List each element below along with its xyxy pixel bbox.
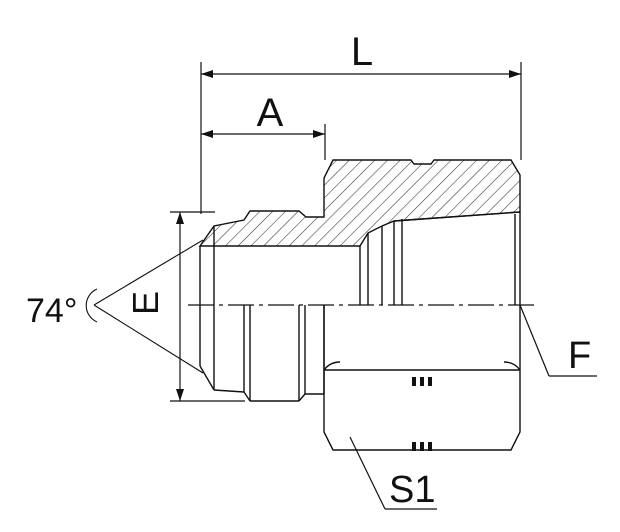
section-hatched xyxy=(198,159,521,247)
dimension-a xyxy=(201,124,326,160)
hex-nut xyxy=(323,305,521,451)
dimension-l xyxy=(200,62,522,214)
cone-angle-lines xyxy=(85,239,204,374)
label-f: F xyxy=(568,335,591,377)
label-e: E xyxy=(125,291,166,315)
male-end xyxy=(199,226,369,402)
label-angle: 74° xyxy=(26,292,77,330)
label-l: L xyxy=(351,30,373,74)
label-s1: S1 xyxy=(389,469,435,511)
hex-flat-marks xyxy=(412,377,432,451)
leader-s1 xyxy=(349,436,437,510)
female-port xyxy=(381,211,521,305)
dimension-e xyxy=(170,211,245,402)
leader-f xyxy=(519,304,597,377)
label-a: A xyxy=(257,91,284,135)
